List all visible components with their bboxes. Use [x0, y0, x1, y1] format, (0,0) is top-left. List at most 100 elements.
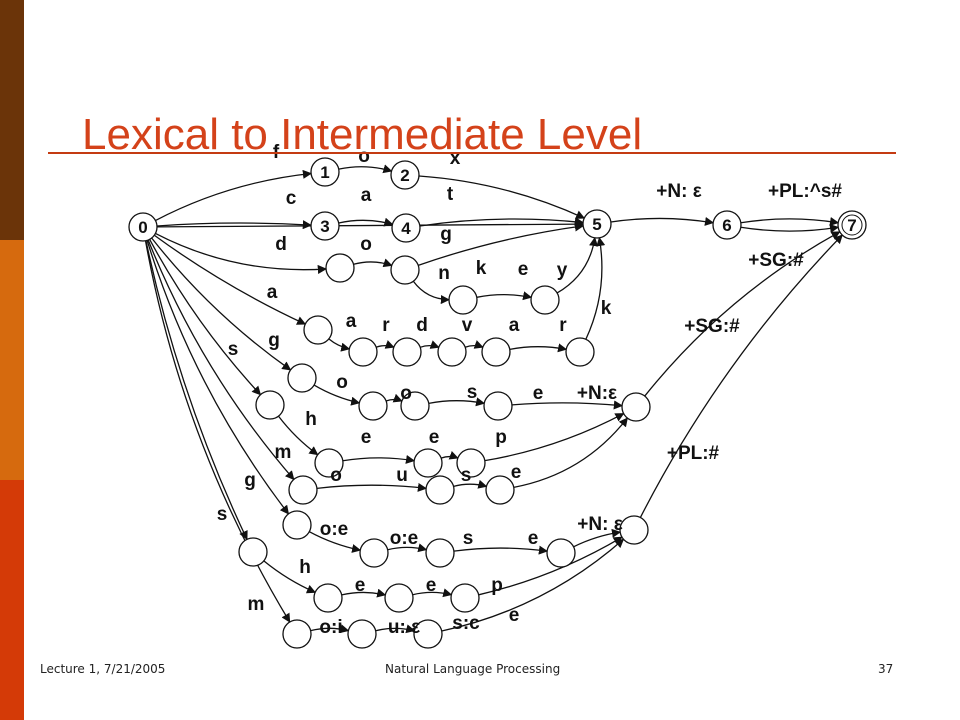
- fst-arc-label: a: [346, 311, 357, 332]
- fst-arc: [385, 393, 403, 403]
- fst-state: [481, 337, 511, 367]
- fst-arc-label: a: [509, 315, 520, 336]
- fst-arc-label: o: [336, 372, 348, 393]
- fst-arc: [585, 236, 606, 340]
- fst-arc: [556, 236, 599, 294]
- fst-arc: [316, 482, 427, 492]
- fst-arc-label: s: [467, 382, 478, 403]
- slide-title: Lexical to Intermediate Level: [82, 110, 643, 159]
- fst-arc-label: k: [601, 298, 612, 319]
- fst-arc-label: u: [396, 465, 408, 486]
- fst-arc: [441, 538, 625, 632]
- fst-arc-label: e: [528, 528, 539, 549]
- fst-arc-label: o: [360, 234, 372, 255]
- fst-arc: [740, 224, 840, 233]
- fst-arc: [478, 536, 623, 596]
- fst-state: [314, 448, 344, 478]
- fst-arc-label: e: [429, 427, 440, 448]
- fst-arc: [610, 216, 715, 226]
- fst-arc: [511, 400, 623, 410]
- fst-state: [348, 337, 378, 367]
- fst-state: [413, 448, 443, 478]
- fst-arc-label: s: [217, 504, 228, 525]
- fst-arc-label: o: [400, 383, 412, 404]
- fst-arc-label: r: [559, 315, 567, 336]
- fst-state: [238, 537, 268, 567]
- fst-state-label: 1: [320, 163, 329, 182]
- fst-arc: [387, 543, 428, 553]
- fst-arc-label: o:e: [320, 519, 349, 540]
- fst-state: [347, 619, 377, 649]
- fst-state: [325, 253, 355, 283]
- fst-state: [425, 538, 455, 568]
- fst-arc: [146, 240, 290, 515]
- fst-state: [384, 583, 414, 613]
- fst-state: [621, 392, 651, 422]
- fst-arc-label: e: [361, 427, 372, 448]
- fst-arc-label: u: ε: [388, 617, 420, 638]
- fst-arc: [375, 340, 395, 349]
- fst-arc-label: h: [299, 557, 311, 578]
- fst-state: [448, 285, 478, 315]
- fst-state: [303, 315, 333, 345]
- fst-arc-label: m: [275, 442, 292, 463]
- fst-state: [282, 510, 312, 540]
- fst-arc: [509, 343, 568, 353]
- fst-arc: [418, 222, 585, 266]
- fst-state: 6: [712, 210, 742, 240]
- fst-state: [358, 391, 388, 421]
- fst-arc-label: g: [440, 224, 452, 245]
- fst-arc: [147, 239, 295, 481]
- fst-arc-label: g: [268, 330, 280, 351]
- fst-state-label: 7: [847, 216, 856, 235]
- fst-arc-label: m: [248, 594, 265, 615]
- footer-lecture-date: Lecture 1, 7/21/2005: [40, 662, 166, 676]
- fst-arc: [412, 280, 450, 305]
- fst-arc: [464, 340, 484, 349]
- fst-arc-label: e: [509, 605, 520, 626]
- fst-arc: [338, 217, 394, 227]
- fst-arc-label: +PL:^s#: [768, 181, 842, 202]
- fst-state: 3: [310, 211, 340, 241]
- fst-arc-label: e: [533, 383, 544, 404]
- fst-arc: [151, 237, 292, 371]
- fst-arc-label: t: [447, 184, 454, 205]
- fst-arc-label: +N: ε: [577, 514, 622, 535]
- fst-arc: [313, 384, 361, 406]
- fst-state: [359, 538, 389, 568]
- fst-arc-label: s: [228, 339, 239, 360]
- fst-state-label: 6: [722, 216, 731, 235]
- fst-arc-label: h: [305, 409, 317, 430]
- fst-state-label: 0: [138, 218, 147, 237]
- fst-arc-label: o:i: [319, 617, 342, 638]
- fst-arc-label: v: [462, 315, 473, 336]
- fst-arc-label: +SG:#: [748, 250, 804, 271]
- fst-state: 0: [128, 212, 158, 242]
- fst-state: [400, 391, 430, 421]
- fst-arc-label: o:e: [390, 528, 419, 549]
- fst-state: [255, 390, 285, 420]
- fst-arc-label: e: [426, 575, 437, 596]
- fst-state-label: 4: [401, 219, 411, 238]
- fst-arc: [419, 340, 440, 349]
- fst-state-label: 5: [592, 215, 601, 234]
- fst-arc-label: r: [382, 315, 390, 336]
- fst-arc: [428, 397, 486, 407]
- fst-state: [413, 619, 443, 649]
- fst-state: 4: [391, 213, 421, 243]
- fst-state: 2: [390, 160, 420, 190]
- fst-arc-label: g: [244, 470, 256, 491]
- fst-arc-label: k: [476, 258, 487, 279]
- fst-arc-label: s: [461, 465, 472, 486]
- fst-arc-label: d: [275, 234, 287, 255]
- fst-arc: [328, 338, 351, 352]
- fst-arc: [144, 240, 291, 623]
- fst-state: 5: [582, 209, 612, 239]
- fst-state: [282, 619, 312, 649]
- fst-arc: [149, 239, 262, 396]
- fst-state: [287, 363, 317, 393]
- fst-arc: [419, 217, 584, 227]
- fst-arc: [156, 220, 312, 230]
- fst-arc: [310, 624, 350, 634]
